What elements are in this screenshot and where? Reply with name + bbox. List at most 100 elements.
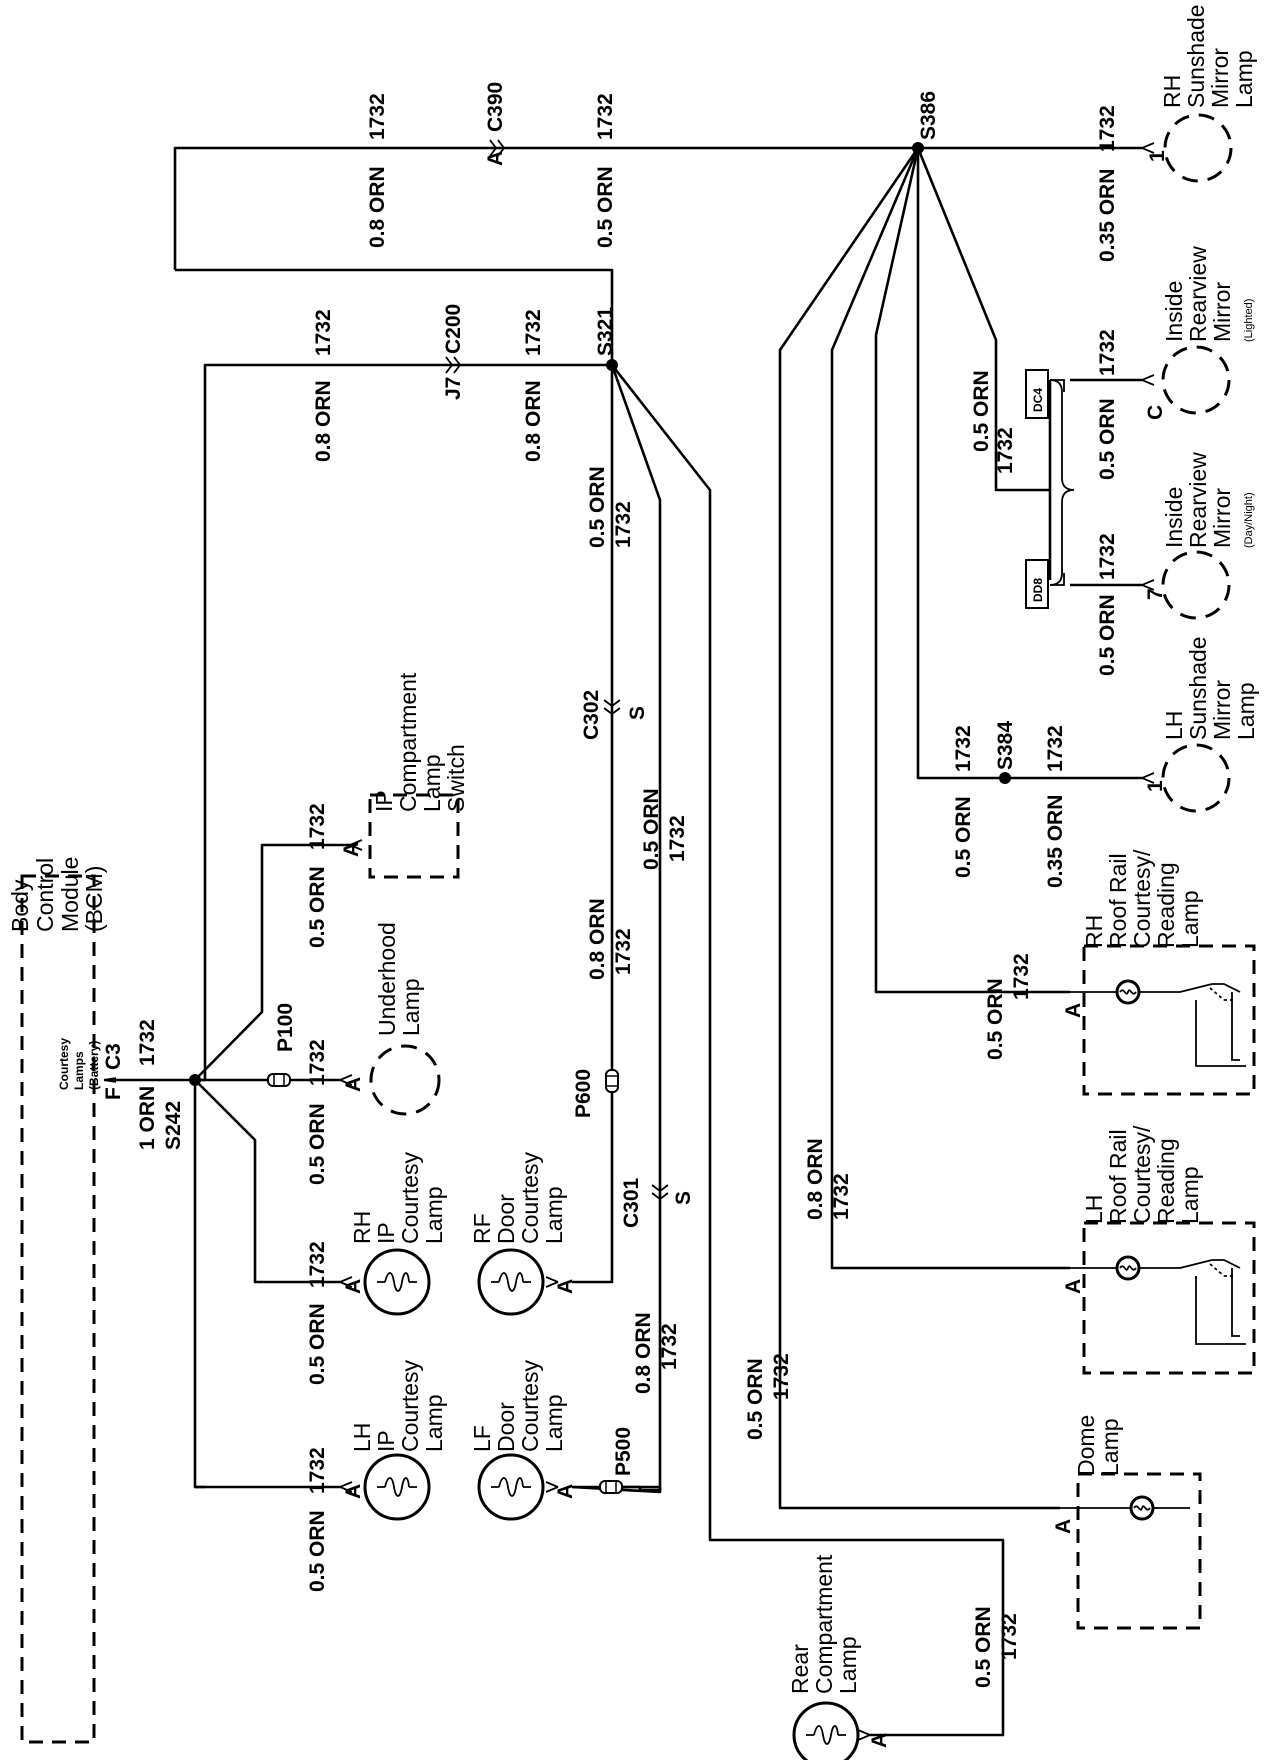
wire-s386-mirror-feed xyxy=(916,147,1050,492)
rear-compartment-lamp: A Rear Compartment Lamp xyxy=(787,1554,891,1760)
c302-pin: S xyxy=(626,706,649,720)
c390-pin: A xyxy=(484,151,507,166)
c390-label: C390 xyxy=(484,82,507,132)
connector-p500 xyxy=(599,1480,623,1494)
c390-mark xyxy=(489,139,506,157)
svg-text:Courtesy: Courtesy xyxy=(57,1038,71,1090)
wire-s242-rh-ip xyxy=(194,1079,340,1284)
wire-s386-dome xyxy=(778,147,1060,1510)
svg-text:Lamp: Lamp xyxy=(398,978,424,1036)
svg-text:Reading: Reading xyxy=(1153,862,1179,948)
c301-pin: S xyxy=(672,1191,695,1205)
svg-text:Courtesy: Courtesy xyxy=(397,1151,423,1244)
mirror-lighted-wire-size: 0.5 ORN xyxy=(1096,398,1119,480)
svg-text:LH: LH xyxy=(1081,1195,1107,1224)
svg-text:RF: RF xyxy=(469,1213,495,1244)
c200-wire-right-size: 0.8 ORN xyxy=(522,380,545,462)
svg-text:Roof Rail: Roof Rail xyxy=(1105,1129,1131,1224)
s321-down-wire-size: 0.5 ORN xyxy=(586,466,609,548)
svg-text:A: A xyxy=(1062,1003,1085,1018)
bcm-pin: F xyxy=(102,1087,125,1100)
underhood-lamp: A Underhood Lamp xyxy=(339,922,441,1116)
c200-wire-right-circuit: 1732 xyxy=(522,309,545,356)
svg-text:Lamp: Lamp xyxy=(541,1186,567,1244)
svg-text:Inside: Inside xyxy=(1161,487,1187,548)
svg-text:Courtesy: Courtesy xyxy=(517,1151,543,1244)
svg-text:Lamp: Lamp xyxy=(835,1636,861,1694)
svg-text:Dome: Dome xyxy=(1073,1415,1099,1476)
svg-text:A: A xyxy=(554,1279,577,1294)
c302-side-wire-size: 0.5 ORN xyxy=(640,788,663,870)
connector-p600 xyxy=(605,1069,619,1093)
svg-text:Sunshade: Sunshade xyxy=(1185,636,1211,740)
inside-rearview-mirror-lighted: C Inside Rearview Mirror (Lighted) xyxy=(1141,246,1255,420)
svg-text:Rearview: Rearview xyxy=(1185,246,1211,342)
bcm-wire-circuit: 1732 xyxy=(136,1019,159,1066)
ip-switch-wire-size: 0.5 ORN xyxy=(306,866,329,948)
c302-down-wire-circuit: 1732 xyxy=(612,928,635,975)
svg-text:A: A xyxy=(340,842,363,857)
top-left-wire-size: 0.8 ORN xyxy=(366,166,389,248)
s384-right-wire-size: 0.35 ORN xyxy=(1044,795,1067,888)
svg-text:A: A xyxy=(342,1484,365,1499)
mirror-lighted-wire-circuit: 1732 xyxy=(1096,329,1119,376)
top-mid-wire-size: 0.5 ORN xyxy=(594,166,617,248)
splice-s386: S386 xyxy=(917,91,940,140)
svg-text:Lamp: Lamp xyxy=(419,754,445,812)
rh-roof-rail-lamp: A RH Roof Rail Courtesy/ Reading Lamp xyxy=(1062,849,1256,1096)
dome-lamp: A Dome Lamp xyxy=(1052,1415,1202,1630)
splice-s384: S384 xyxy=(994,721,1017,770)
wire-top-loop xyxy=(173,146,918,270)
connector-p100 xyxy=(267,1073,291,1087)
svg-text:Sunshade: Sunshade xyxy=(1183,4,1209,108)
c302-mark xyxy=(603,699,621,716)
svg-text:RH: RH xyxy=(349,1211,375,1244)
svg-text:Underhood: Underhood xyxy=(374,922,400,1036)
wire-s242-main xyxy=(193,1078,205,1489)
svg-text:Mirror: Mirror xyxy=(1209,282,1235,342)
lh-roof-wire-size: 0.8 ORN xyxy=(804,1138,827,1220)
lf-door-wire-circuit: 1732 xyxy=(658,1323,681,1370)
bcm-label: Body Control Module (BCM) Courtesy Lamps… xyxy=(7,857,107,1090)
rh-roof-wire-circuit: 1732 xyxy=(1010,953,1033,1000)
mirror-daynight-wire-size: 0.5 ORN xyxy=(1096,594,1119,676)
svg-text:Courtesy/: Courtesy/ xyxy=(1129,849,1155,948)
svg-text:1: 1 xyxy=(1144,780,1167,792)
p600-label: P600 xyxy=(572,1069,595,1118)
wire-s321-rear xyxy=(610,364,1005,1737)
rh-sunshade-mirror-lamp: 1 RH Sunshade Mirror Lamp xyxy=(1141,4,1257,183)
rear-wire-circuit: 1732 xyxy=(998,1613,1021,1660)
svg-text:IP: IP xyxy=(371,790,397,812)
c302-side-wire-circuit: 1732 xyxy=(666,815,689,862)
svg-text:Lamp: Lamp xyxy=(1097,1418,1123,1476)
lh-ip-wire-size: 0.5 ORN xyxy=(306,1510,329,1592)
svg-text:Rearview: Rearview xyxy=(1185,452,1211,548)
p100-label: P100 xyxy=(274,1003,297,1052)
c200-pin: J7 xyxy=(442,377,465,400)
svg-text:RH: RH xyxy=(1159,75,1185,108)
svg-text:(Day/Night): (Day/Night) xyxy=(1243,492,1255,548)
svg-text:Mirror: Mirror xyxy=(1207,48,1233,108)
svg-text:A: A xyxy=(342,1077,365,1092)
svg-text:Compartment: Compartment xyxy=(395,672,421,812)
s384-left-wire-size: 0.5 ORN xyxy=(952,796,975,878)
dc4-label: DC4 xyxy=(1031,388,1045,412)
s321-down-wire-circuit: 1732 xyxy=(612,501,635,548)
mirror-daynight-wire-circuit: 1732 xyxy=(1096,533,1119,580)
bcm-box xyxy=(20,874,96,1744)
svg-text:Inside: Inside xyxy=(1161,281,1187,342)
svg-text:(BCM): (BCM) xyxy=(81,866,107,932)
ip-compartment-lamp-switch: A IP Compartment Lamp Switch xyxy=(340,672,469,879)
svg-text:Lamps: Lamps xyxy=(72,1051,86,1090)
splice-s242: S242 xyxy=(162,1101,185,1150)
wire-s386-lh-roof xyxy=(830,147,1070,1270)
svg-text:Courtesy: Courtesy xyxy=(397,1359,423,1452)
svg-text:Switch: Switch xyxy=(443,744,469,812)
rh-ip-courtesy-lamp: A RH IP Courtesy Lamp xyxy=(339,1151,447,1316)
c200-wire-left-size: 0.8 ORN xyxy=(312,380,335,462)
svg-text:Door: Door xyxy=(493,1402,519,1452)
wire-c302-rf xyxy=(572,1060,614,1284)
splice-s321: S321 xyxy=(594,307,617,356)
rh-ip-wire-size: 0.5 ORN xyxy=(306,1303,329,1385)
